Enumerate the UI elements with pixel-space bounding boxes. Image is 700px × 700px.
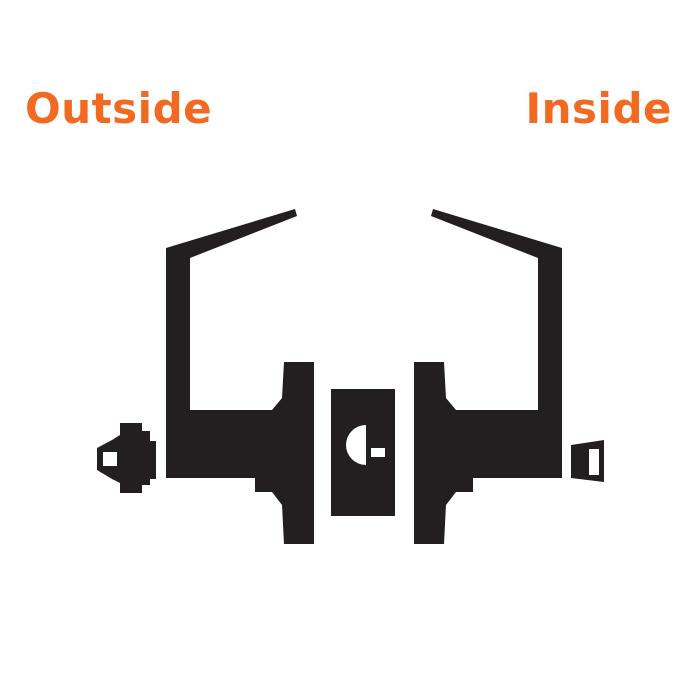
inside-label: Inside — [525, 84, 672, 133]
push-button-slot — [589, 449, 599, 475]
inside-rose — [414, 362, 473, 544]
keyway-slot — [103, 452, 117, 466]
push-button — [571, 440, 604, 482]
inside-lever — [431, 209, 562, 478]
latch-bolt-tab — [371, 448, 385, 457]
outside-label: Outside — [25, 84, 213, 133]
key-cylinder — [97, 423, 156, 493]
outside-rose — [255, 362, 314, 544]
outside-lever — [166, 209, 297, 478]
latch-bolt — [346, 425, 366, 465]
